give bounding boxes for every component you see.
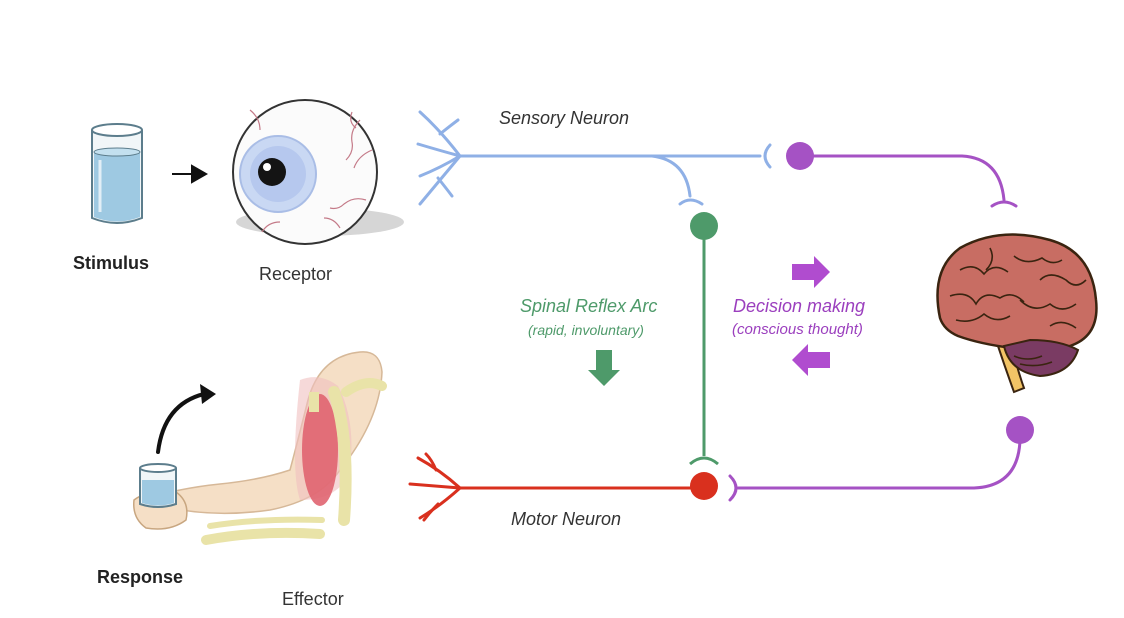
stimulus-glass-icon [91,123,143,224]
motor-neuron-label: Motor Neuron [511,509,622,529]
stimulus-label: Stimulus [73,253,150,273]
decision-right-arrow-icon [792,256,830,288]
brain-icon [936,233,1098,394]
brain-pathway-node [1006,416,1034,444]
decision-subtitle: (conscious thought) [732,321,863,338]
stimulus-arrow-icon [172,164,209,184]
response-label: Response [97,567,184,587]
sensory-neuron [416,110,772,206]
reflex-down-arrow-icon [588,350,620,386]
curved-arrow-icon [156,384,216,454]
spinal-reflex-title: Spinal Reflex Arc [520,296,658,316]
sensory-neuron-label: Sensory Neuron [499,108,630,128]
motor-neuron-node [690,472,718,500]
brain-pathway-node [786,142,814,170]
decision-title: Decision making [733,296,866,316]
effector-label: Effector [282,589,344,609]
interneuron [689,212,719,466]
response-glass-icon [139,463,177,508]
decision-left-arrow-icon [792,344,830,376]
eyeball-icon [232,99,404,245]
receptor-label: Receptor [259,264,333,284]
motor-neuron [408,452,702,522]
spinal-reflex-subtitle: (rapid, involuntary) [528,322,644,338]
arm-icon [133,351,387,545]
